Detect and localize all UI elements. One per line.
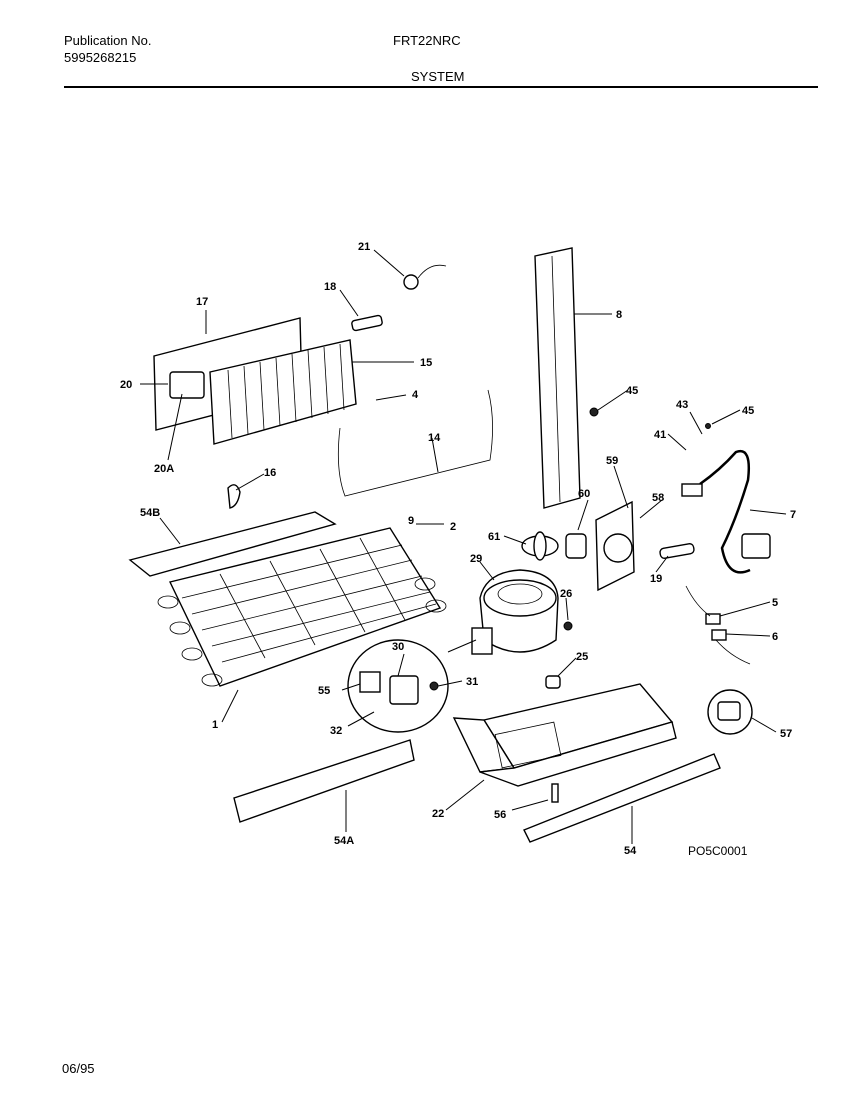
callout-2: 2 xyxy=(450,521,456,533)
callout-22: 22 xyxy=(432,808,444,820)
callout-1: 1 xyxy=(212,719,218,731)
grommet-26 xyxy=(563,621,573,631)
callout-26: 26 xyxy=(560,588,572,600)
callout-29: 29 xyxy=(470,553,482,565)
callout-18: 18 xyxy=(324,281,336,293)
wire-56 xyxy=(685,585,751,665)
cord-plug xyxy=(741,533,771,559)
publication-number: 5995268215 xyxy=(64,50,137,65)
leader-lines xyxy=(140,249,787,844)
connector-6 xyxy=(711,629,727,641)
callout-58: 58 xyxy=(652,492,664,504)
callout-4: 4 xyxy=(412,389,419,401)
callout-54b: 54B xyxy=(140,507,160,519)
callout-labels: 21 18 17 15 20 4 20A 14 16 8 45 43 45 41… xyxy=(120,241,796,857)
callout-56: 56 xyxy=(494,809,506,821)
callout-17: 17 xyxy=(196,296,208,308)
callout-55: 55 xyxy=(318,685,330,697)
callout-20a: 20A xyxy=(154,463,174,475)
callout-6: 6 xyxy=(772,631,778,643)
connector-5 xyxy=(705,613,721,625)
condenser-coil xyxy=(157,527,447,687)
screw-56 xyxy=(551,783,559,803)
capillary-tube xyxy=(337,389,493,497)
thermistor-part xyxy=(403,264,447,290)
tube-19 xyxy=(659,543,695,559)
callout-8: 8 xyxy=(616,309,622,321)
condenser-assembly xyxy=(153,317,357,445)
callout-54a: 54A xyxy=(334,835,354,847)
callout-41: 41 xyxy=(654,429,666,441)
callout-21: 21 xyxy=(358,241,370,253)
callout-43: 43 xyxy=(676,399,688,411)
relay-detail xyxy=(347,639,477,733)
screw-45b xyxy=(705,423,711,429)
callout-5: 5 xyxy=(772,597,778,609)
model-number: FRT22NRC xyxy=(393,33,461,48)
callout-60: 60 xyxy=(578,488,590,500)
callout-20: 20 xyxy=(120,379,132,391)
callout-54: 54 xyxy=(624,845,637,857)
rail-54 xyxy=(523,753,721,843)
screw-45 xyxy=(589,407,599,417)
rail-54a xyxy=(233,739,415,823)
callout-45: 45 xyxy=(626,385,638,397)
callout-15: 15 xyxy=(420,357,432,369)
diagram-code: PO5C0001 xyxy=(688,844,748,858)
callout-59: 59 xyxy=(606,455,618,467)
compressor xyxy=(471,569,559,655)
power-cord xyxy=(699,449,751,574)
callout-57: 57 xyxy=(780,728,792,740)
section-title: SYSTEM xyxy=(411,69,465,84)
tube-clip xyxy=(227,484,241,509)
callout-7: 7 xyxy=(790,509,796,521)
callout-16: 16 xyxy=(264,467,276,479)
cord-connector xyxy=(681,483,703,497)
callout-61: 61 xyxy=(488,531,500,543)
revision-date: 06/95 xyxy=(62,1061,95,1076)
callout-14: 14 xyxy=(428,432,441,444)
publication-label: Publication No. xyxy=(64,33,152,48)
callout-25: 25 xyxy=(576,651,588,663)
vertical-channel xyxy=(534,247,581,509)
fan-blade xyxy=(521,531,559,561)
callout-31: 31 xyxy=(466,676,478,688)
callout-45b: 45 xyxy=(742,405,754,417)
callout-19: 19 xyxy=(650,573,662,585)
header-rule xyxy=(64,86,818,88)
callout-30: 30 xyxy=(392,641,404,653)
base-pan xyxy=(452,683,677,787)
rail-54b xyxy=(128,511,337,577)
clip-57 xyxy=(707,689,753,735)
fan-shroud xyxy=(603,533,633,563)
drier-part xyxy=(351,314,383,332)
callout-32: 32 xyxy=(330,725,342,737)
grommet-25 xyxy=(545,675,561,689)
callout-9: 9 xyxy=(408,515,414,527)
fan-motor xyxy=(565,533,587,559)
